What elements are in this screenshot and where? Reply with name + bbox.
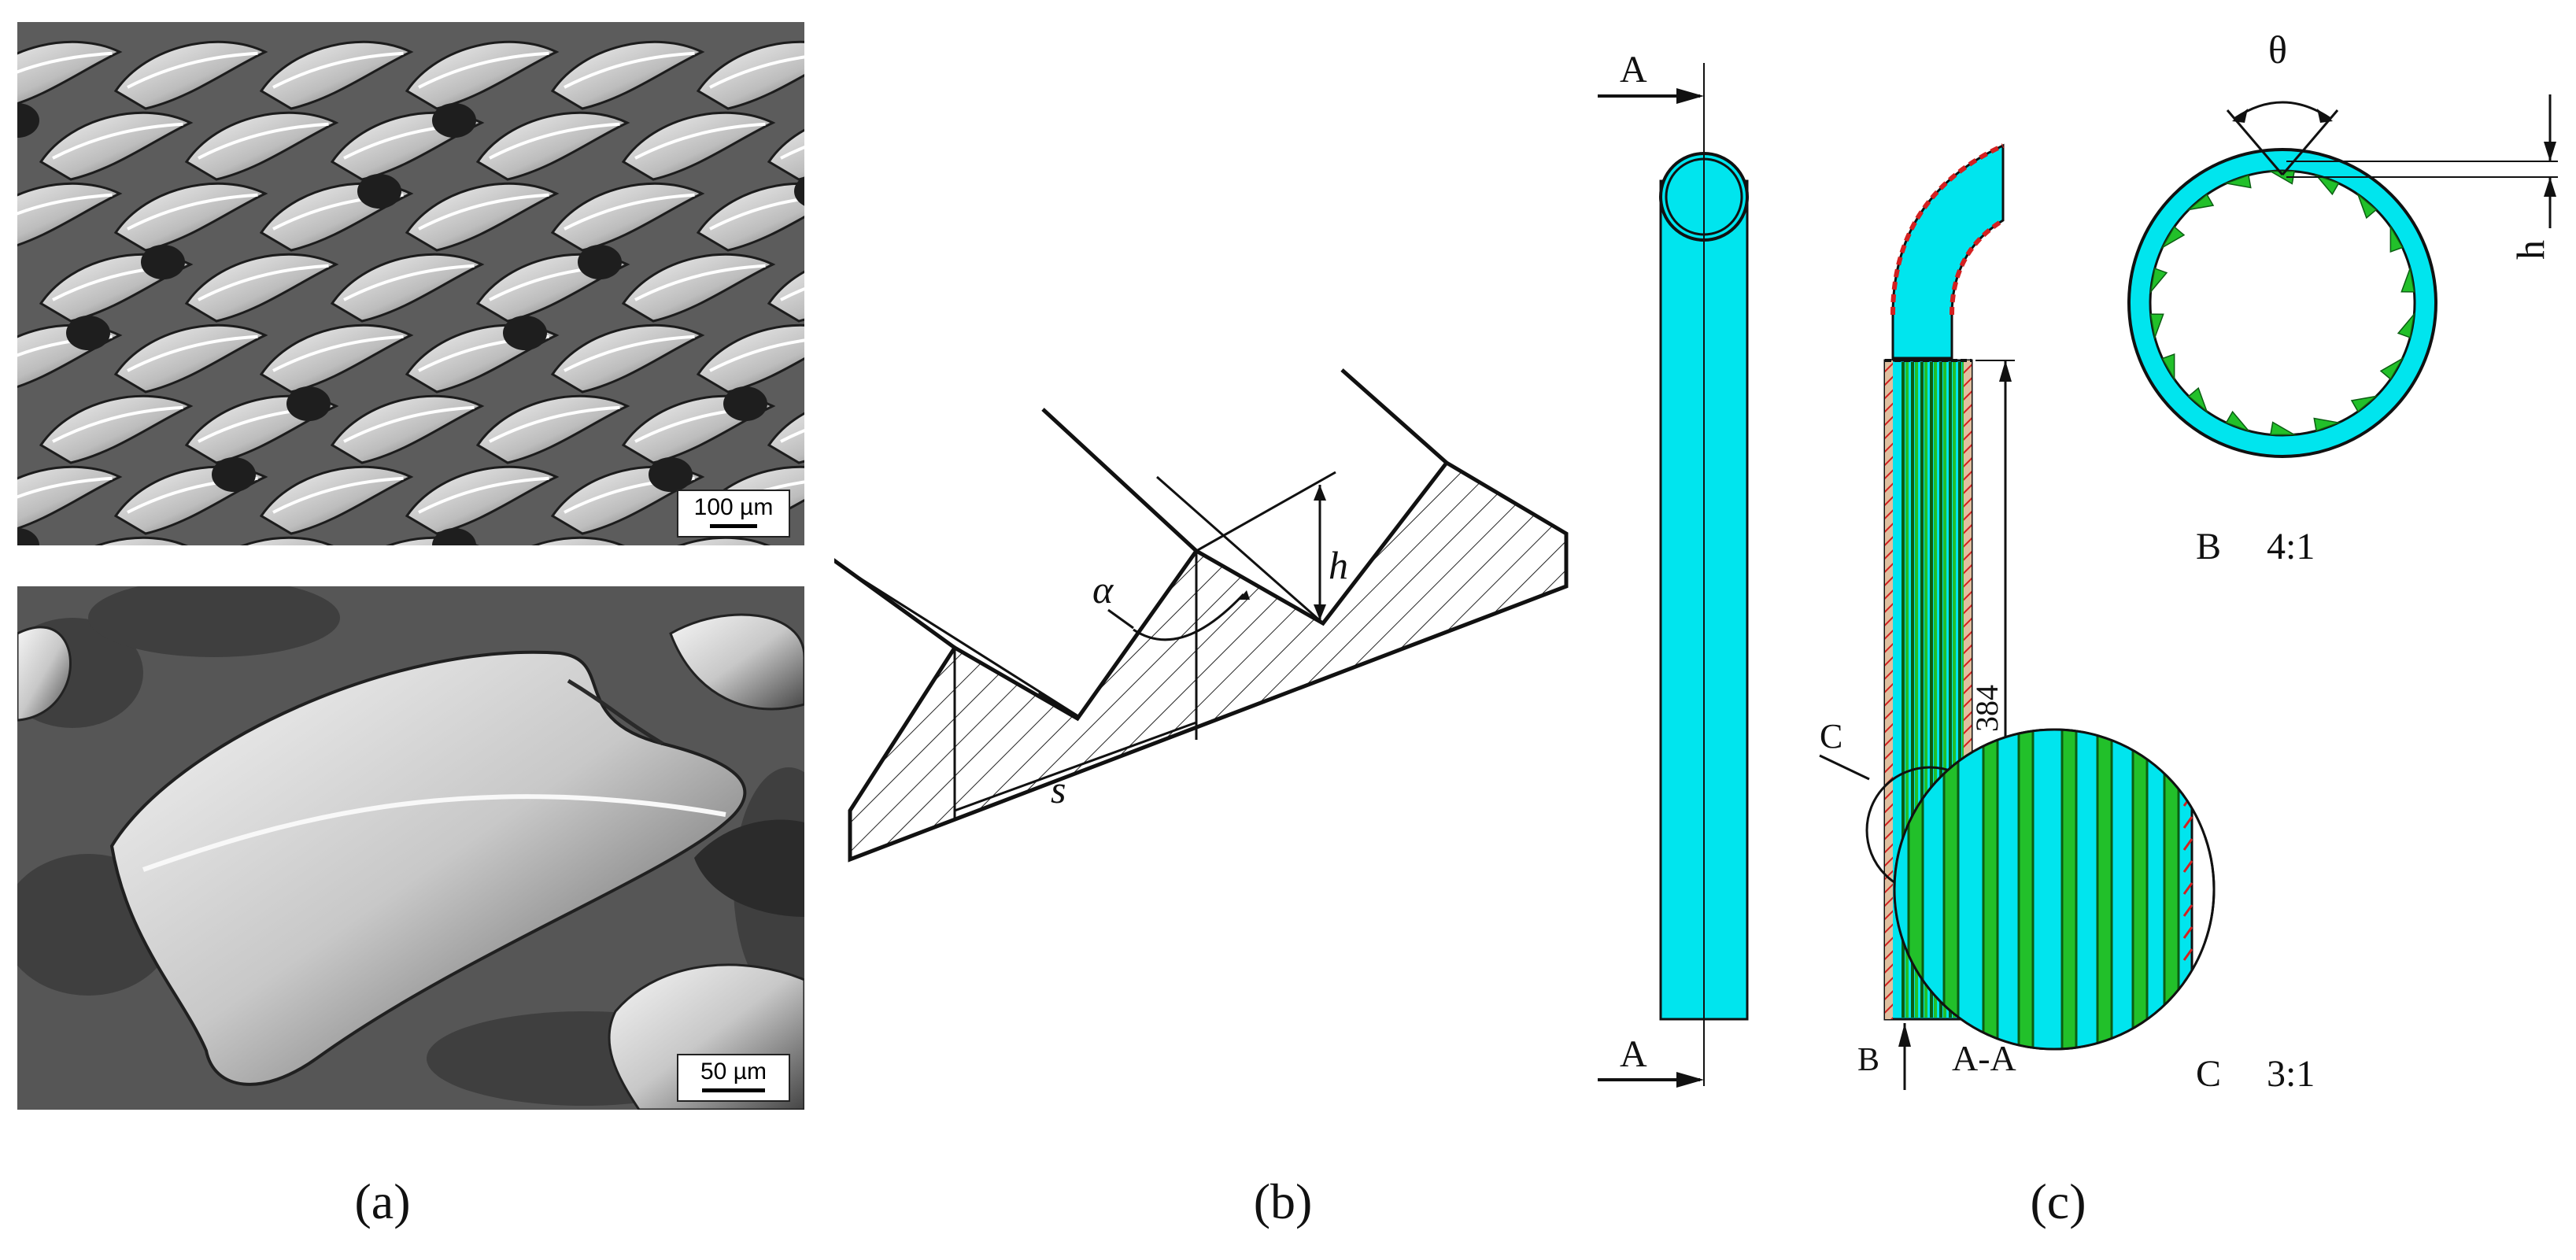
sem-scale	[330, 394, 485, 464]
sem-micrograph-bottom: 50 µm	[17, 586, 804, 1110]
sem-scale	[696, 182, 804, 252]
length-dimension: 384	[1969, 685, 2005, 732]
sem-micrograph-top: 100 µm	[17, 22, 804, 545]
sem-scale	[240, 536, 334, 545]
sem-scale	[259, 40, 414, 110]
detail-b-view: θ h B 4:1	[2127, 28, 2558, 567]
scale-bar-100um: 100 µm	[677, 490, 790, 538]
sem-bottom-texture	[17, 586, 804, 1110]
sem-scale	[39, 111, 194, 181]
view-b-marker: B	[1857, 1042, 1879, 1078]
sem-scale	[330, 253, 485, 323]
section-marker-top: A	[1620, 49, 1647, 91]
caption-b: (b)	[1253, 1173, 1313, 1229]
sem-scale	[405, 465, 560, 535]
sem-scale	[677, 536, 771, 545]
theta-arc	[2234, 101, 2330, 120]
sem-scale	[531, 536, 625, 545]
straight-tube-view: A A	[1598, 49, 1749, 1088]
view-c-marker: C	[1820, 717, 1842, 756]
sem-scale	[17, 182, 123, 247]
sem-scale	[621, 253, 776, 323]
scale-bar-label: 100 µm	[693, 494, 774, 520]
angle-arc	[1133, 593, 1245, 641]
angle-label: α	[1092, 567, 1114, 612]
sem-scale	[405, 182, 560, 252]
sem-top-texture	[17, 22, 804, 545]
scale-bar-label: 50 µm	[700, 1059, 767, 1084]
height-label: h	[1329, 543, 1348, 587]
caption-c: (c)	[2030, 1173, 2086, 1229]
pitch-dimension-line	[954, 721, 1197, 812]
pitch-label: s	[1051, 767, 1066, 811]
sem-scale	[39, 394, 194, 464]
section-marker-bottom: A	[1620, 1033, 1647, 1075]
sem-scale	[113, 40, 268, 110]
panel-c: A A C 384	[1574, 0, 2576, 1229]
sem-scale	[405, 40, 560, 110]
fin-geometry-diagram: α h s	[825, 368, 1569, 863]
sem-scale	[621, 111, 776, 181]
sem-scale	[696, 323, 804, 394]
detail-b-scale: 4:1	[2267, 526, 2315, 567]
height-label-c: h	[2508, 240, 2552, 260]
sem-scale	[550, 323, 705, 394]
sem-scale	[550, 40, 705, 110]
scale-bar-50um: 50 µm	[677, 1054, 790, 1102]
detail-c-scale: 3:1	[2267, 1053, 2315, 1095]
sem-scale	[184, 111, 339, 181]
sem-scale	[113, 182, 268, 252]
sem-scale	[550, 182, 705, 252]
section-a-a-label: A-A	[1952, 1038, 2016, 1078]
theta-label: θ	[2268, 28, 2287, 72]
sem-scale	[696, 40, 804, 110]
sem-scale	[259, 465, 414, 535]
sem-scale	[475, 394, 630, 464]
panel-b: α h s (b)	[825, 346, 1590, 1229]
sem-scale	[17, 465, 123, 530]
sem-scale	[259, 323, 414, 394]
sem-scale	[94, 536, 188, 545]
sem-scale	[475, 111, 630, 181]
caption-a: (a)	[354, 1173, 411, 1229]
sem-scale	[17, 40, 123, 105]
sem-scale	[113, 323, 268, 394]
tube-drawing: A A C 384	[1598, 28, 2558, 1095]
fin-cross-section	[848, 460, 1569, 863]
detail-b-label: B	[2196, 526, 2221, 567]
detail-fins	[1907, 730, 2180, 1049]
ring-fins	[2149, 170, 2415, 436]
sem-scale	[184, 253, 339, 323]
detail-c-view: C 3:1	[1893, 728, 2315, 1095]
detail-c-label: C	[2196, 1053, 2221, 1095]
